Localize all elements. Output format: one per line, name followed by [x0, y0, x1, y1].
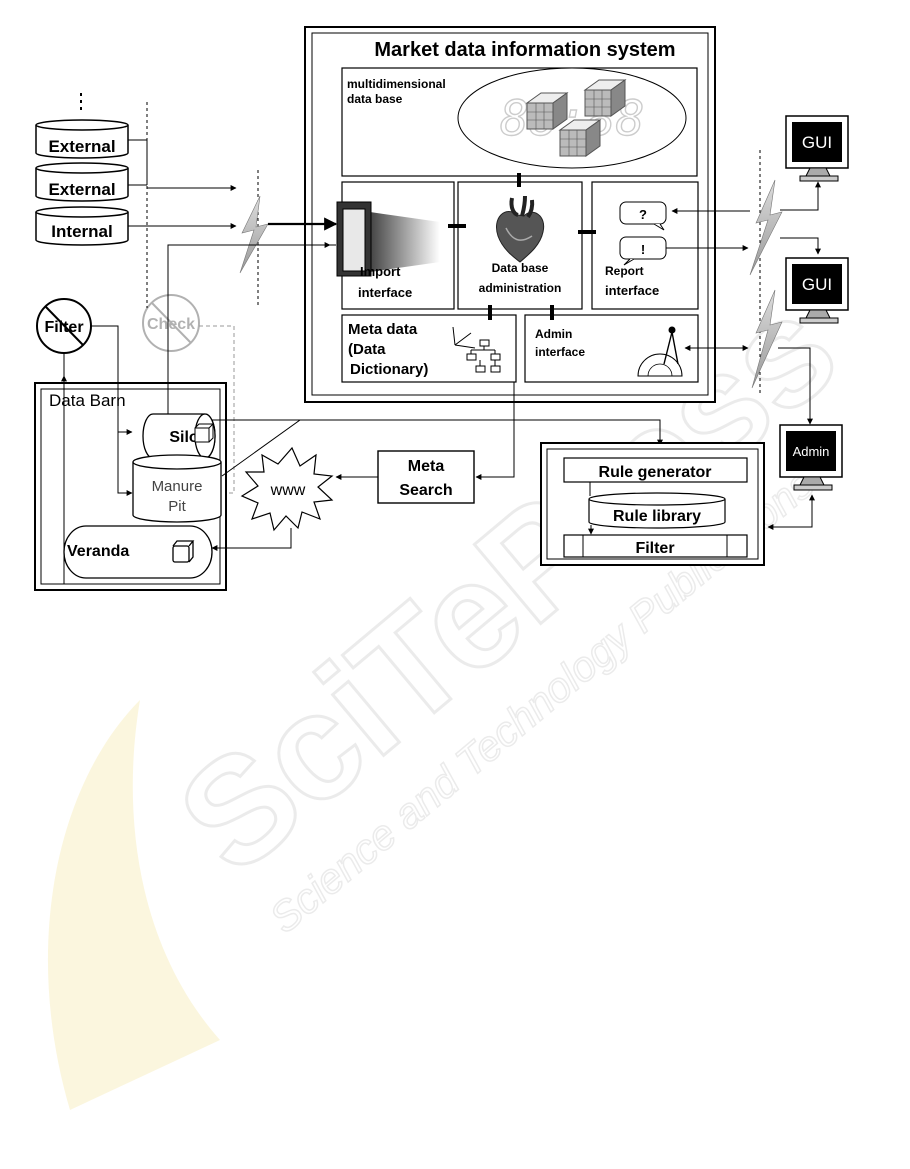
network-bolt-icon-right-2 — [751, 289, 783, 389]
veranda: Veranda — [63, 525, 213, 579]
mddb-label-line1: multidimensional — [347, 77, 446, 91]
data-sources: External External Internal — [35, 93, 129, 246]
filter-sign-label: Filter — [44, 319, 83, 336]
database-administration-panel: Data base administration — [457, 181, 583, 310]
barn-connectors — [61, 242, 663, 584]
axes-icon — [452, 326, 476, 349]
network-bolt-icons — [239, 179, 783, 389]
gui-2-label: GUI — [802, 275, 832, 294]
multidimensional-db-panel: multidimensional data base 88:88 — [341, 67, 698, 177]
check-sign-label: Check — [147, 316, 195, 333]
admin-terminal[interactable]: Admin — [779, 424, 843, 491]
rule-filter-box: Filter — [563, 534, 748, 558]
svg-text:Internal: Internal — [51, 222, 112, 241]
external-source-2: External — [35, 162, 129, 202]
svg-text:!: ! — [641, 242, 645, 257]
rule-filter-label: Filter — [635, 540, 674, 557]
veranda-box-icon — [172, 540, 195, 563]
mddb-ellipse — [457, 67, 687, 169]
svg-text:External: External — [48, 180, 115, 199]
svg-text:?: ? — [639, 207, 647, 222]
network-bolt-icon-right-1 — [749, 179, 783, 276]
meta-label-line1: Meta data — [348, 321, 418, 338]
www-label: www — [270, 482, 306, 499]
data-cubes-icon — [525, 79, 627, 157]
admin-if-label-line2: interface — [535, 345, 585, 359]
manure-pit: Manure Pit — [132, 454, 222, 523]
meta-label-line3: Dictionary) — [350, 361, 428, 378]
rule-library-label: Rule library — [613, 508, 701, 525]
admin-interface-panel: Admin interface — [524, 314, 699, 383]
internal-connectors — [448, 173, 596, 320]
network-bolt-icon-left — [239, 195, 269, 274]
watermark-swoosh — [47, 700, 221, 1110]
dba-label-line1: Data base — [492, 261, 549, 275]
silo-box-icon — [194, 423, 215, 443]
heart-icon — [496, 195, 545, 263]
check-dashed-line — [199, 325, 235, 494]
rule-library-cylinder: Rule library — [588, 492, 726, 529]
www-starburst: www — [240, 446, 334, 532]
import-interface-panel: Import interface — [336, 181, 455, 310]
meta-search-line1: Meta — [408, 458, 445, 475]
report-arrows — [666, 181, 821, 425]
internal-source: Internal — [35, 206, 129, 246]
gui-terminal-2[interactable]: GUI — [785, 257, 849, 324]
filter-sign: Filter — [36, 298, 92, 354]
veranda-label: Veranda — [67, 543, 129, 560]
drafting-tools-icon — [637, 326, 683, 377]
manure-label-line1: Manure — [152, 478, 203, 495]
report-interface-panel: ? ! Report interface — [591, 181, 699, 310]
meta-data-panel: Meta data (Data Dictionary) — [341, 314, 517, 383]
mddb-label-line2: data base — [347, 92, 403, 106]
admin-terminal-label: Admin — [793, 444, 830, 459]
gui-terminal-1[interactable]: GUI — [785, 115, 849, 182]
svg-text:External: External — [48, 137, 115, 156]
report-label-line2: interface — [605, 283, 659, 298]
meta-search-connectors — [211, 382, 515, 551]
question-bubble-icon: ? — [619, 201, 667, 231]
check-sign: Check — [142, 294, 200, 352]
silo-label: Silo — [169, 429, 199, 446]
meta-label-line2: (Data — [348, 341, 386, 358]
dba-label-line2: administration — [479, 281, 562, 295]
rule-generator-label: Rule generator — [599, 464, 712, 481]
report-label-line1: Report — [605, 264, 644, 278]
hierarchy-icon — [466, 339, 501, 373]
rule-generator-box: Rule generator — [563, 457, 748, 483]
system-title: Market data information system — [374, 39, 675, 61]
import-label-line1: Import — [360, 264, 401, 279]
admin-to-rules-arrow — [767, 494, 815, 530]
admin-if-label-line1: Admin — [535, 327, 572, 341]
import-label-line2: interface — [358, 285, 412, 300]
meta-search-line2: Search — [399, 482, 452, 499]
meta-search-box[interactable]: Meta Search — [377, 450, 475, 504]
external-source-1: External — [35, 119, 129, 159]
door-icon — [336, 201, 440, 277]
data-barn-title: Data Barn — [49, 391, 126, 410]
gui-1-label: GUI — [802, 133, 832, 152]
manure-label-line2: Pit — [168, 498, 186, 515]
source-dots — [80, 93, 82, 110]
silo: Silo — [142, 413, 216, 459]
